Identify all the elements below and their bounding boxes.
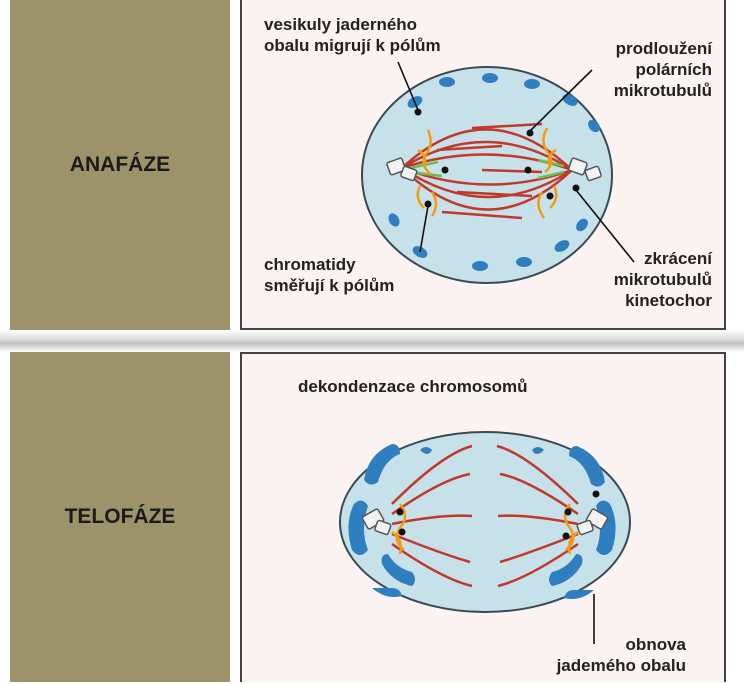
row-separator [0, 330, 744, 352]
anaphase-title: ANAFÁZE [70, 153, 170, 177]
chromatids-label: chromatidy směřují k pólům [264, 254, 394, 296]
decondensation-label: dekondenzace chromosomů [298, 376, 528, 397]
anaphase-panel: vesikuly jaderného obalu migrují k pólům… [240, 0, 726, 330]
decondensation-label-text: dekondenzace chromosomů [298, 376, 528, 397]
kineto-label-line3: kinetochor [614, 290, 712, 311]
polar-microtubules-label: prodloužení polárních mikrotubulů [614, 38, 712, 101]
renewal-label-line2: jademého obalu [557, 655, 686, 676]
polar-label-line2: polárních [614, 59, 712, 80]
nuclear-envelope-renewal-label: obnova jademého obalu [557, 634, 686, 676]
telophase-title: TELOFÁZE [65, 505, 176, 529]
telophase-stage-box: TELOFÁZE [10, 352, 230, 682]
renewal-label-line1: obnova [557, 634, 686, 655]
telophase-panel: dekondenzace chromosomů obnova jademého … [240, 352, 726, 682]
vesicles-label: vesikuly jaderného obalu migrují k pólům [264, 14, 441, 56]
polar-label-line3: mikrotubulů [614, 80, 712, 101]
kineto-label-line1: zkrácení [614, 248, 712, 269]
chromatids-label-line1: chromatidy [264, 254, 394, 275]
kinetochore-microtubules-label: zkrácení mikrotubulů kinetochor [614, 248, 712, 311]
polar-label-line1: prodloužení [614, 38, 712, 59]
chromatids-label-line2: směřují k pólům [264, 275, 394, 296]
vesicles-label-line1: vesikuly jaderného [264, 14, 441, 35]
anaphase-stage-box: ANAFÁZE [10, 0, 230, 330]
kineto-label-line2: mikrotubulů [614, 269, 712, 290]
vesicles-label-line2: obalu migrují k pólům [264, 35, 441, 56]
